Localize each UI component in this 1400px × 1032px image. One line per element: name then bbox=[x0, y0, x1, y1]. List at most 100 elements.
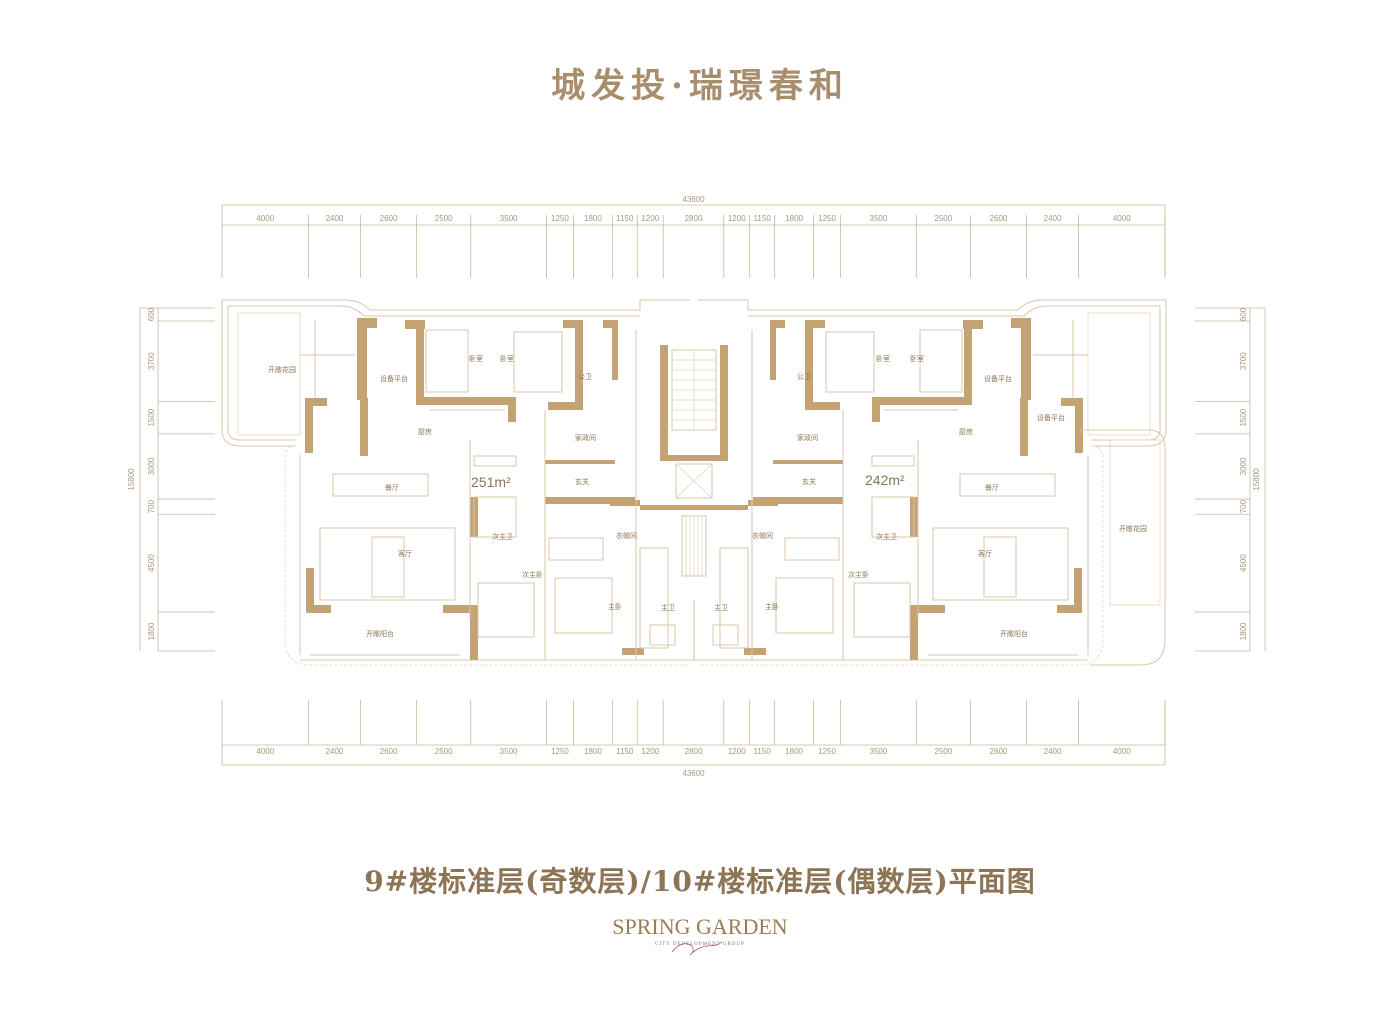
room-label: 次主卧 bbox=[848, 570, 869, 579]
dimension-label: 2600 bbox=[990, 747, 1008, 756]
room-label: 开敞阳台 bbox=[1000, 629, 1028, 638]
dimension-label: 4000 bbox=[1113, 747, 1131, 756]
room-label: 公卫 bbox=[578, 373, 592, 381]
dimension-label: 1200 bbox=[641, 747, 659, 756]
dimension-label: 2600 bbox=[380, 747, 398, 756]
dimension-label: 1200 bbox=[641, 214, 659, 223]
room-label: 玄关 bbox=[575, 477, 589, 486]
dimension-label: 1800 bbox=[785, 214, 803, 223]
dimension-label: 1250 bbox=[818, 214, 836, 223]
dimension-label: 2400 bbox=[326, 214, 344, 223]
dimension-label: 4000 bbox=[256, 214, 274, 223]
unit-area-left: 251m² bbox=[471, 474, 511, 490]
logo-text: SPRING GARDEN bbox=[612, 914, 788, 939]
room-label: 衣帽间 bbox=[752, 531, 773, 540]
room-label: 厨房 bbox=[959, 427, 973, 436]
unit-area-right: 242m² bbox=[865, 472, 905, 488]
dimension-label: 700 bbox=[147, 499, 156, 513]
dimension-total-label: 43600 bbox=[682, 195, 705, 204]
room-label: 家政间 bbox=[575, 433, 596, 442]
dimension-label: 600 bbox=[147, 307, 156, 321]
room-label: 衣帽间 bbox=[616, 531, 637, 540]
room-label: 设备平台 bbox=[380, 374, 408, 383]
right-garden bbox=[1080, 429, 1166, 666]
dimension-label: 4500 bbox=[1239, 554, 1248, 572]
dimension-label: 1800 bbox=[785, 747, 803, 756]
dimension-label: 2800 bbox=[685, 747, 703, 756]
dimension-label: 3500 bbox=[870, 214, 888, 223]
project-title: 城发投·瑞璟春和 bbox=[551, 66, 849, 106]
dimension-label: 2500 bbox=[435, 747, 453, 756]
room-label: 客厅 bbox=[978, 549, 992, 558]
dimension-label: 1150 bbox=[616, 747, 634, 756]
dimension-label: 1800 bbox=[147, 622, 156, 640]
dimension-label: 1250 bbox=[818, 747, 836, 756]
room-label: 卧室 bbox=[500, 354, 514, 363]
dimension-lines: 43600 4000 2400 2600 2500 3500 1250 1800 1150 120… bbox=[127, 195, 1266, 778]
room-label: 开敞花园 bbox=[268, 365, 296, 374]
dimension-label: 3700 bbox=[147, 352, 156, 370]
dimension-label: 2600 bbox=[380, 214, 398, 223]
dimension-total-label: 43600 bbox=[682, 769, 705, 778]
dimension-label: 700 bbox=[1239, 499, 1248, 513]
dimension-label: 3000 bbox=[1239, 457, 1248, 475]
room-label: 公卫 bbox=[797, 373, 811, 381]
brand-logo: SPRING GARDEN CITY DEVELOPMENT GROUP bbox=[550, 914, 850, 947]
room-label: 次主卧 bbox=[522, 570, 543, 579]
room-label: 卧室 bbox=[876, 354, 890, 363]
logo-signature bbox=[671, 941, 723, 956]
core-stair-elevator bbox=[640, 345, 748, 661]
dimension-label: 2400 bbox=[326, 747, 344, 756]
room-label: 卧室 bbox=[910, 354, 924, 363]
dimension-label: 2400 bbox=[1044, 214, 1062, 223]
room-label: 设备平台 bbox=[984, 374, 1012, 383]
dimension-label: 1200 bbox=[728, 747, 746, 756]
dimension-label: 3700 bbox=[1239, 352, 1248, 370]
room-label: 开敞阳台 bbox=[366, 629, 394, 638]
room-label: 玄关 bbox=[802, 477, 816, 486]
dimension-label: 1150 bbox=[754, 214, 772, 223]
dimension-total-label: 15800 bbox=[1252, 468, 1261, 491]
logo-subtext: CITY DEVELOPMENT GROUP bbox=[655, 942, 745, 947]
dimension-label: 1250 bbox=[551, 214, 569, 223]
dimension-label: 3500 bbox=[500, 747, 518, 756]
dimension-label: 3500 bbox=[870, 747, 888, 756]
dimension-label: 4000 bbox=[256, 747, 274, 756]
room-label: 餐厅 bbox=[985, 483, 999, 492]
left-unit-walls bbox=[221, 299, 690, 666]
dimension-total-label: 15800 bbox=[127, 468, 136, 491]
dimension-label: 2600 bbox=[990, 214, 1008, 223]
room-label: 主卫 bbox=[714, 603, 728, 612]
dimension-label: 1250 bbox=[551, 747, 569, 756]
room-label: 餐厅 bbox=[385, 483, 399, 492]
dimension-label: 1150 bbox=[754, 747, 772, 756]
dimension-label: 2500 bbox=[934, 747, 952, 756]
dimension-label: 2800 bbox=[685, 214, 703, 223]
dimension-label: 1800 bbox=[1239, 622, 1248, 640]
room-label: 次主卫 bbox=[876, 532, 897, 541]
room-label: 卧室 bbox=[469, 354, 483, 363]
dimension-label: 4000 bbox=[1113, 214, 1131, 223]
room-label: 设备平台 bbox=[1037, 413, 1065, 422]
dimension-label: 2400 bbox=[1044, 747, 1062, 756]
room-label: 客厅 bbox=[398, 549, 412, 558]
room-label: 主卧 bbox=[765, 602, 779, 611]
dimension-label: 600 bbox=[1239, 307, 1248, 321]
dimension-label: 1800 bbox=[584, 214, 602, 223]
room-label: 开敞花园 bbox=[1119, 524, 1147, 533]
dimension-label: 1500 bbox=[1239, 408, 1248, 426]
room-label: 厨房 bbox=[418, 427, 432, 436]
dimension-label: 1200 bbox=[728, 214, 746, 223]
room-label: 家政间 bbox=[797, 433, 818, 442]
dimension-label: 2500 bbox=[435, 214, 453, 223]
dimension-label: 4500 bbox=[147, 554, 156, 572]
plan-title: 9#楼标准层(奇数层)/10#楼标准层(偶数层)平面图 bbox=[364, 865, 1036, 898]
dimension-label: 2500 bbox=[934, 214, 952, 223]
dimension-label: 3000 bbox=[147, 457, 156, 475]
room-label: 主卫 bbox=[661, 603, 675, 612]
dimension-label: 1150 bbox=[616, 214, 634, 223]
room-label: 次主卫 bbox=[492, 532, 513, 541]
dimension-label: 1800 bbox=[584, 747, 602, 756]
dimension-label: 1500 bbox=[147, 408, 156, 426]
